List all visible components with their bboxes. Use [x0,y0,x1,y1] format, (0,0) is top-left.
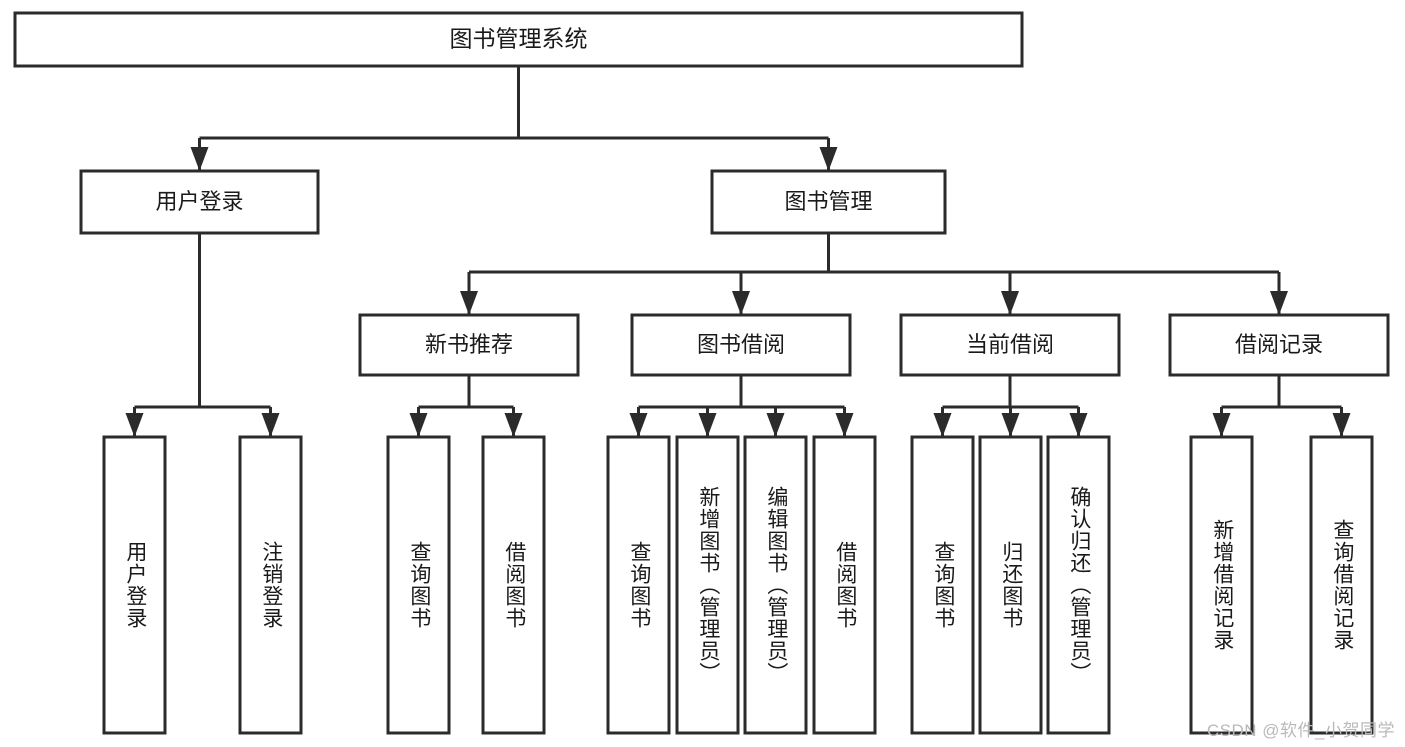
node-borrow-record-label: 借阅记录 [1235,332,1323,357]
node-root-label: 图书管理系统 [450,26,588,52]
node-user-login-label: 用户登录 [155,189,243,214]
arrow-head-icon [409,413,428,437]
node-book-manage-box[interactable] [710,169,947,235]
leaf-leaf-query-record-box[interactable] [1309,435,1374,735]
arrow-head-icon [629,413,648,437]
leaf-leaf-return-book-box[interactable] [978,435,1043,735]
node-current-borrow-box[interactable] [899,313,1121,377]
node-book-borrow-box[interactable] [630,313,852,377]
arrow-head-icon [1001,291,1019,315]
leaf-leaf-user-login-box[interactable] [102,435,167,735]
leaf-leaf-query-book-box[interactable] [606,435,671,735]
node-new-book-rec-label: 新书推荐 [425,332,513,357]
leaf-leaf-logout-box[interactable] [238,435,303,735]
node-root-box[interactable] [13,11,1024,68]
node-book-borrow-label: 图书借阅 [697,332,785,357]
arrow-head-icon [732,291,750,315]
arrow-head-icon [125,413,144,437]
leaf-leaf-confirm-return-box[interactable] [1046,435,1111,735]
connectors-layer [125,66,1351,437]
arrow-head-icon [766,413,785,437]
arrow-head-icon [504,413,523,437]
watermark-text: CSDN @软件_小贺同学 [1206,721,1395,740]
leaf-leaf-edit-book-box[interactable] [743,435,808,735]
arrow-head-icon [1069,413,1088,437]
node-borrow-record-box[interactable] [1168,313,1390,377]
arrow-head-icon [1270,291,1288,315]
arrow-head-icon [698,413,717,437]
arrow-head-icon [190,147,209,171]
leaf-leaf-query-book-rec-box[interactable] [386,435,451,735]
arrow-head-icon [819,147,838,171]
arrow-head-icon [933,413,952,437]
node-book-manage-label: 图书管理 [784,189,872,214]
arrow-head-icon [1212,413,1231,437]
node-current-borrow-label: 当前借阅 [966,332,1054,357]
leaf-leaf-borrow-book-rec-box[interactable] [481,435,546,735]
leaf-leaf-query-book-cur-box[interactable] [910,435,975,735]
arrow-head-icon [835,413,854,437]
node-user-login-box[interactable] [79,169,320,235]
node-new-book-rec-box[interactable] [358,313,580,377]
leaf-leaf-add-book-box[interactable] [675,435,740,735]
arrow-head-icon [460,291,478,315]
arrow-head-icon [1332,413,1351,437]
arrow-head-icon [1001,413,1020,437]
arrow-head-icon [261,413,280,437]
leaf-leaf-add-record-box[interactable] [1189,435,1254,735]
leaf-leaf-borrow-book-box[interactable] [812,435,877,735]
